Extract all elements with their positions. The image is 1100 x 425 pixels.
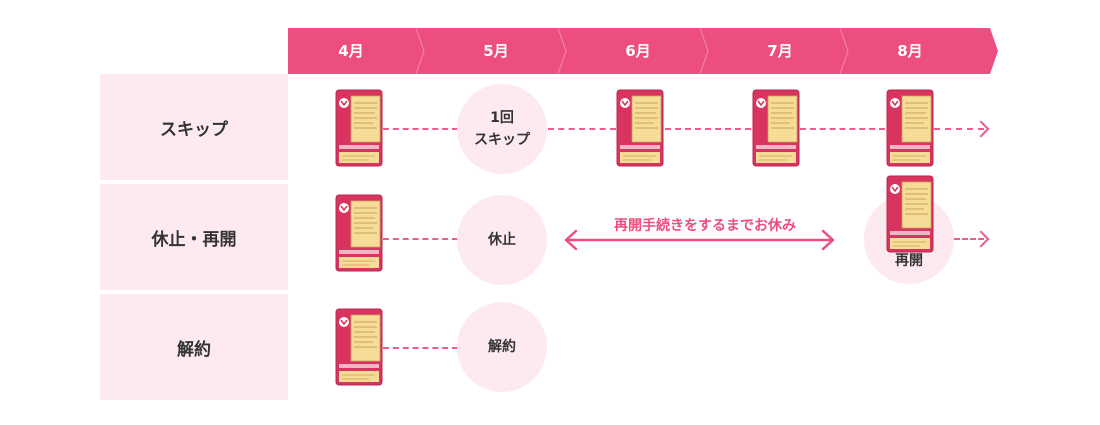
product-bag-icon: [335, 194, 383, 272]
month-label-5: 5月: [483, 42, 509, 60]
cancel-circle: 解約: [457, 302, 547, 392]
skip-circle: 1回 スキップ: [457, 84, 547, 174]
month-label-6: 6月: [625, 42, 651, 60]
timeline-bar: [288, 27, 998, 75]
resume-dashed-line: [954, 238, 984, 240]
skip-dashed-line-4: [800, 128, 885, 130]
skip-dashed-line-5: [934, 128, 984, 130]
month-label-8: 8月: [897, 42, 923, 60]
product-bag-icon: [886, 89, 934, 167]
month-timeline: 4月 5月 6月 7月 8月: [288, 27, 998, 75]
skip-dashed-line-1: [383, 128, 458, 130]
product-bag-icon: [335, 308, 383, 386]
month-label-4: 4月: [338, 42, 364, 60]
cancel-dashed-line: [383, 347, 458, 349]
row-label-pause-resume: 休止・再開: [100, 184, 288, 290]
pause-circle: 休止: [457, 195, 547, 285]
product-bag-icon: [886, 175, 934, 253]
row-label-skip: スキップ: [100, 74, 288, 180]
skip-circle-line1: 1回: [490, 110, 514, 126]
skip-dashed-line-3: [665, 128, 751, 130]
skip-circle-line2: スキップ: [474, 132, 530, 148]
chevron-right-icon: [972, 230, 990, 248]
product-bag-icon: [616, 89, 664, 167]
row-label-cancel: 解約: [100, 294, 288, 400]
product-bag-icon: [335, 89, 383, 167]
skip-dashed-line-2: [548, 128, 616, 130]
pause-dashed-line-1: [383, 238, 458, 240]
resume-circle-label: 再開: [895, 253, 923, 269]
chevron-right-icon: [972, 120, 990, 138]
rest-period-arrow: [564, 229, 835, 251]
rest-period-label: 再開手続きをするまでお休み: [614, 218, 796, 234]
month-label-7: 7月: [767, 42, 793, 60]
product-bag-icon: [752, 89, 800, 167]
